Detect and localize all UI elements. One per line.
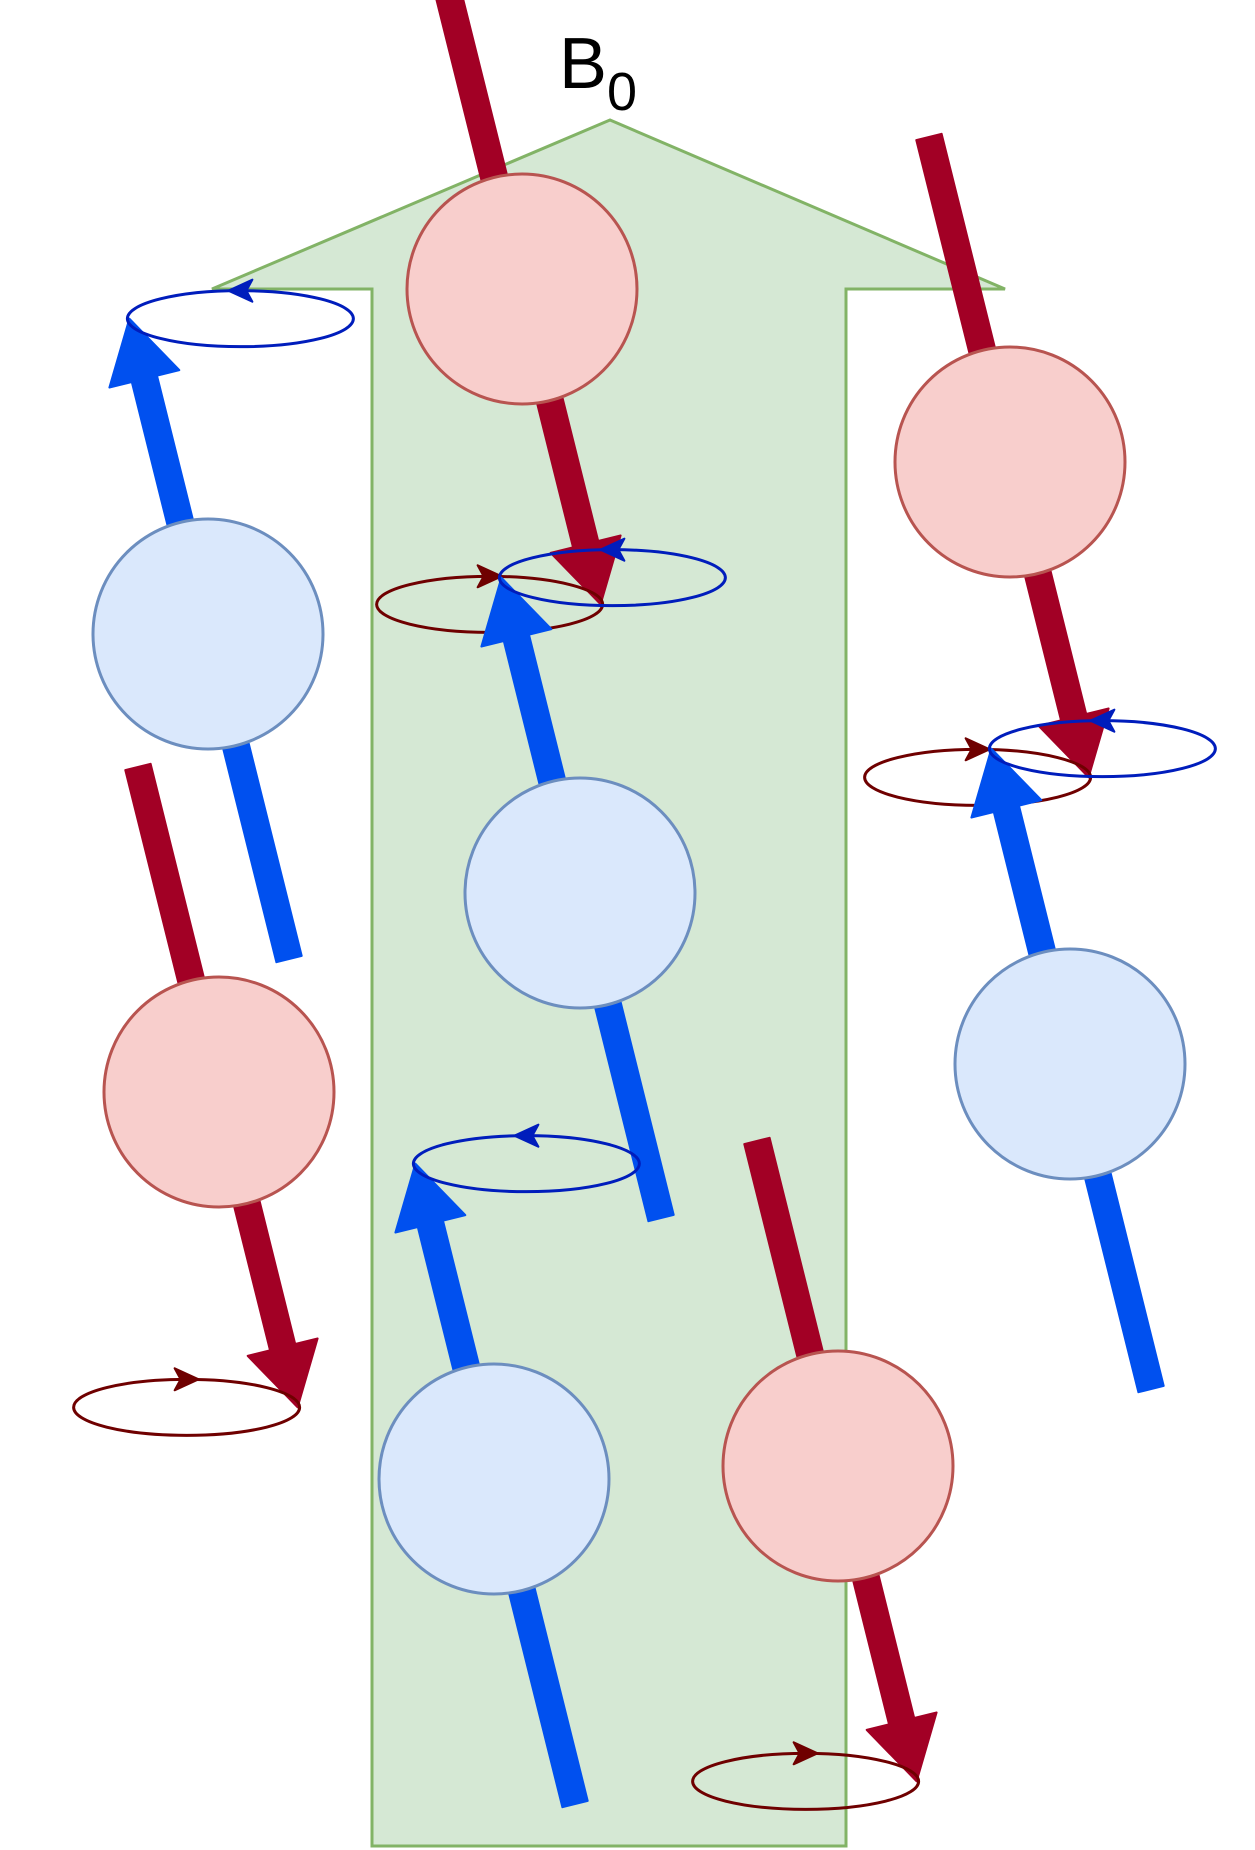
spin-up-1 xyxy=(91,278,355,964)
spin-sphere-down xyxy=(405,172,639,406)
spin-down-3 xyxy=(72,762,336,1437)
spin-up-2 xyxy=(463,537,727,1223)
orbit-direction-arrowhead xyxy=(1089,708,1116,733)
spin-up-3 xyxy=(953,708,1217,1394)
spin-sphere-up xyxy=(377,1362,611,1596)
spin-sphere-up xyxy=(953,947,1187,1181)
precession-orbit xyxy=(72,1377,302,1437)
spin-sphere-down xyxy=(102,975,336,1209)
spin-sphere-down xyxy=(721,1349,955,1583)
spin-down-4 xyxy=(691,1136,955,1811)
spin-sphere-down xyxy=(893,345,1127,579)
spin-down-1 xyxy=(375,0,639,634)
orbit-direction-arrowhead xyxy=(599,537,626,562)
spin-sphere-up xyxy=(463,776,697,1010)
precession-orbit xyxy=(125,289,355,349)
b0-label: B0 xyxy=(559,24,637,122)
orbit-direction-arrowhead xyxy=(964,737,991,762)
orbit-direction-arrowhead xyxy=(227,278,254,303)
orbit-direction-arrowhead xyxy=(476,564,503,589)
orbit-direction-arrowhead xyxy=(792,1741,819,1766)
orbit-direction-arrowhead xyxy=(173,1367,200,1392)
spins-layer xyxy=(72,0,1217,1811)
b0-subscript: 0 xyxy=(607,62,637,122)
spin-up-4 xyxy=(377,1123,641,1809)
b0-symbol: B xyxy=(559,24,607,104)
spin-sphere-up xyxy=(91,517,325,751)
spin-down-2 xyxy=(863,132,1127,807)
orbit-direction-arrowhead xyxy=(513,1123,540,1148)
